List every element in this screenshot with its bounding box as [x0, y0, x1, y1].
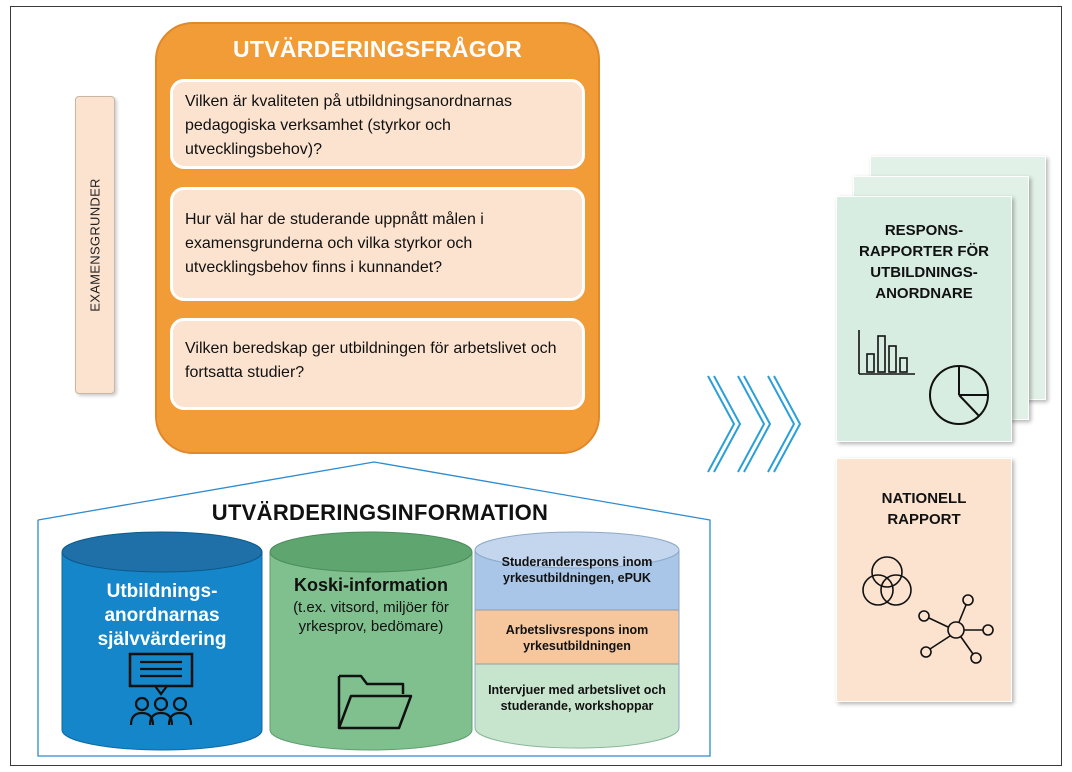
koski-title: Koski-information	[293, 575, 448, 595]
self-evaluation-cylinder	[61, 531, 263, 751]
feedback-layer-2: Arbetslivsrespons inom yrkesutbildningen	[505, 623, 649, 653]
presentation-group-icon	[128, 652, 194, 726]
koski-cylinder	[269, 531, 473, 751]
venn-diagram-icon	[862, 556, 912, 606]
evaluation-questions-title: UTVÄRDERINGSFRÅGOR	[232, 36, 523, 62]
feedback-layer-1: Studeranderespons inom yrkesutbildningen…	[501, 555, 653, 585]
folder-icon	[337, 674, 413, 730]
national-report-title: NATIONELL RAPPORT	[881, 490, 967, 528]
examensgrunder-label: EXAMENSGRUNDER	[75, 96, 115, 394]
provider-report-title: RESPONS-RAPPORTER FÖR UTBILDNINGS-ANORDN…	[858, 222, 989, 302]
feedback-layer-3: Intervjuer med arbetslivet och studerand…	[488, 683, 666, 713]
self-evaluation-title: Utbildnings-anordnarnas självvärdering	[97, 581, 227, 650]
question-3: Vilken beredskap ger utbildningen för ar…	[170, 318, 585, 410]
question-1: Vilken är kvaliteten på utbildningsanord…	[170, 79, 585, 169]
national-report-sheet	[836, 458, 1012, 702]
diagram-frame	[10, 6, 1062, 766]
pie-chart-icon	[929, 365, 989, 425]
bar-chart-icon	[858, 330, 915, 375]
network-icon	[918, 594, 994, 664]
koski-subtitle: (t.ex. vitsord, miljöer för yrkesprov, b…	[293, 599, 449, 635]
information-title: UTVÄRDERINGSINFORMATION	[211, 500, 549, 525]
feedback-cylinder	[474, 531, 680, 749]
question-2: Hur väl har de studerande uppnått målen …	[170, 187, 585, 301]
provider-report-sheet	[836, 196, 1012, 442]
triple-chevron-icon	[707, 375, 802, 473]
